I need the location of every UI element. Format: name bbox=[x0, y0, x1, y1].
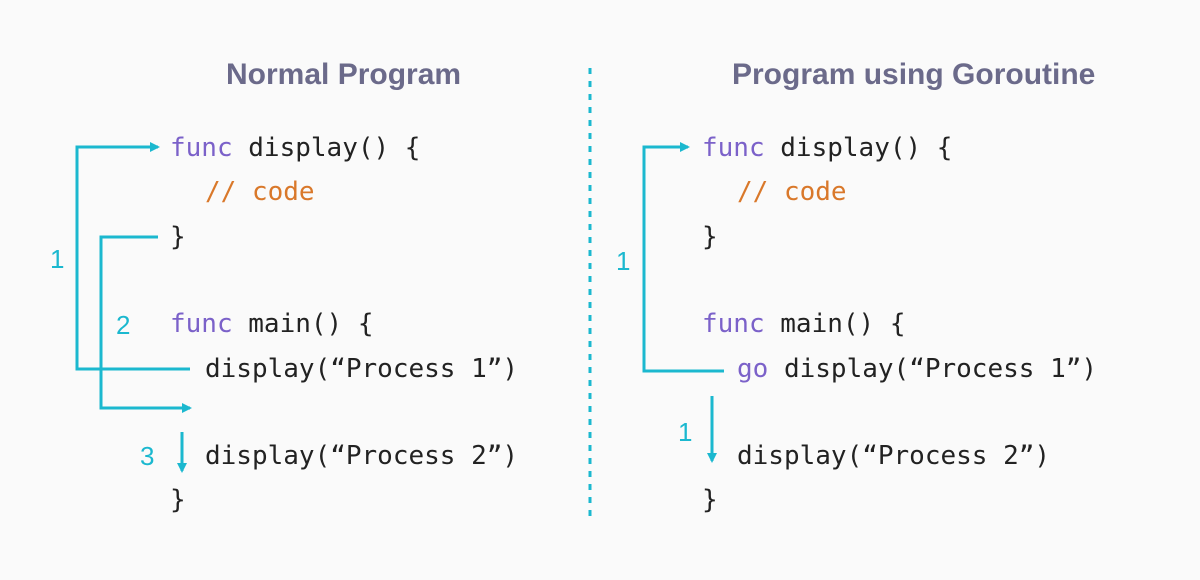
code-text: display(“Process 1”) bbox=[768, 354, 1098, 384]
right-code-close-brace-2: } bbox=[702, 485, 718, 515]
keyword-func: func bbox=[702, 309, 765, 339]
left-title: Normal Program bbox=[226, 58, 462, 91]
right-code-call-2: display(“Process 2”) bbox=[737, 441, 1051, 471]
keyword-func: func bbox=[702, 133, 765, 163]
right-step-1: 1 bbox=[616, 246, 631, 276]
code-text: main() { bbox=[232, 309, 374, 339]
right-title: Program using Goroutine bbox=[732, 58, 1096, 91]
right-code-comment: // code bbox=[737, 177, 847, 207]
left-step-1: 1 bbox=[50, 244, 65, 274]
left-code-call-2: display(“Process 2”) bbox=[205, 441, 519, 471]
code-text: display() { bbox=[232, 133, 421, 163]
left-code-call-1: display(“Process 1”) bbox=[205, 354, 519, 384]
left-step-3: 3 bbox=[140, 441, 155, 471]
right-code-go-call: go display(“Process 1”) bbox=[737, 356, 1097, 382]
keyword-go: go bbox=[737, 354, 769, 384]
left-arrow-2 bbox=[99, 235, 192, 413]
left-code-close-brace-1: } bbox=[170, 222, 186, 252]
left-arrow-1 bbox=[75, 142, 190, 371]
right-arrow-1 bbox=[642, 142, 724, 373]
left-code-close-brace-2: } bbox=[170, 485, 186, 515]
right-step-1b: 1 bbox=[678, 417, 693, 447]
code-text: display() { bbox=[764, 133, 953, 163]
keyword-func: func bbox=[170, 309, 233, 339]
left-code-line-4: func main() { bbox=[170, 311, 374, 337]
right-code-line-1: func display() { bbox=[702, 135, 952, 161]
left-step-2: 2 bbox=[116, 310, 131, 340]
left-code-comment: // code bbox=[205, 177, 315, 207]
left-code-line-1: func display() { bbox=[170, 135, 420, 161]
right-code-line-4: func main() { bbox=[702, 311, 906, 337]
right-code-close-brace-1: } bbox=[702, 222, 718, 252]
code-text: main() { bbox=[764, 309, 906, 339]
keyword-func: func bbox=[170, 133, 233, 163]
